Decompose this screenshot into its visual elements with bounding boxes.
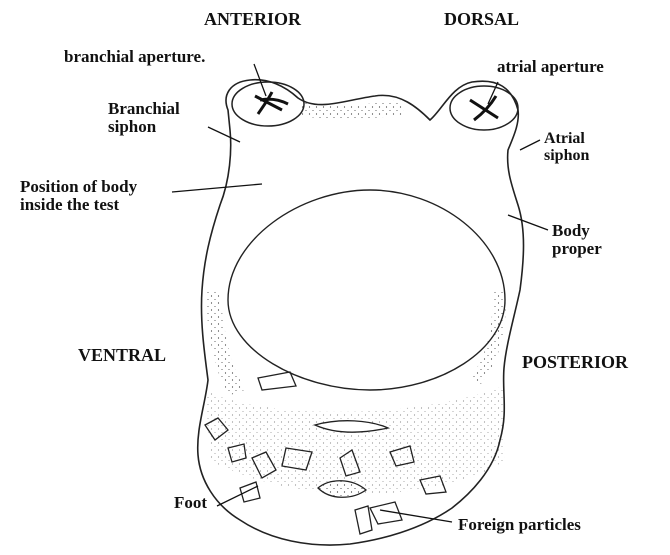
label-branchial-aperture: branchial aperture. (64, 48, 205, 66)
posterior-stipple (470, 290, 506, 385)
body-proper-outline (228, 190, 505, 390)
label-posterior: POSTERIOR (522, 353, 628, 372)
base-stipple (205, 385, 505, 494)
label-body-proper: Body proper (552, 222, 602, 258)
dorsal-stipple (300, 100, 405, 120)
label-dorsal: DORSAL (444, 10, 519, 29)
label-atrial-siphon-line1: Atrial (544, 131, 589, 148)
label-branchial-siphon: Branchial siphon (108, 100, 180, 136)
branchial-aperture-mark (255, 92, 288, 114)
atrial-aperture-mark (470, 96, 498, 120)
label-anterior: ANTERIOR (204, 10, 301, 29)
label-atrial-aperture: atrial aperture (497, 58, 604, 76)
label-body-position-line1: Position of body (20, 178, 137, 196)
label-body-position: Position of body inside the test (20, 178, 137, 214)
ventral-stipple (205, 290, 245, 395)
label-atrial-siphon: Atrial siphon (544, 131, 589, 165)
label-foreign-particles: Foreign particles (458, 516, 581, 534)
label-foot: Foot (174, 494, 207, 512)
label-branchial-siphon-line2: siphon (108, 118, 180, 136)
label-body-position-line2: inside the test (20, 196, 137, 214)
label-body-proper-line2: proper (552, 240, 602, 258)
label-body-proper-line1: Body (552, 222, 602, 240)
label-atrial-siphon-line2: siphon (544, 148, 589, 165)
label-branchial-siphon-line1: Branchial (108, 100, 180, 118)
label-ventral: VENTRAL (78, 346, 166, 365)
